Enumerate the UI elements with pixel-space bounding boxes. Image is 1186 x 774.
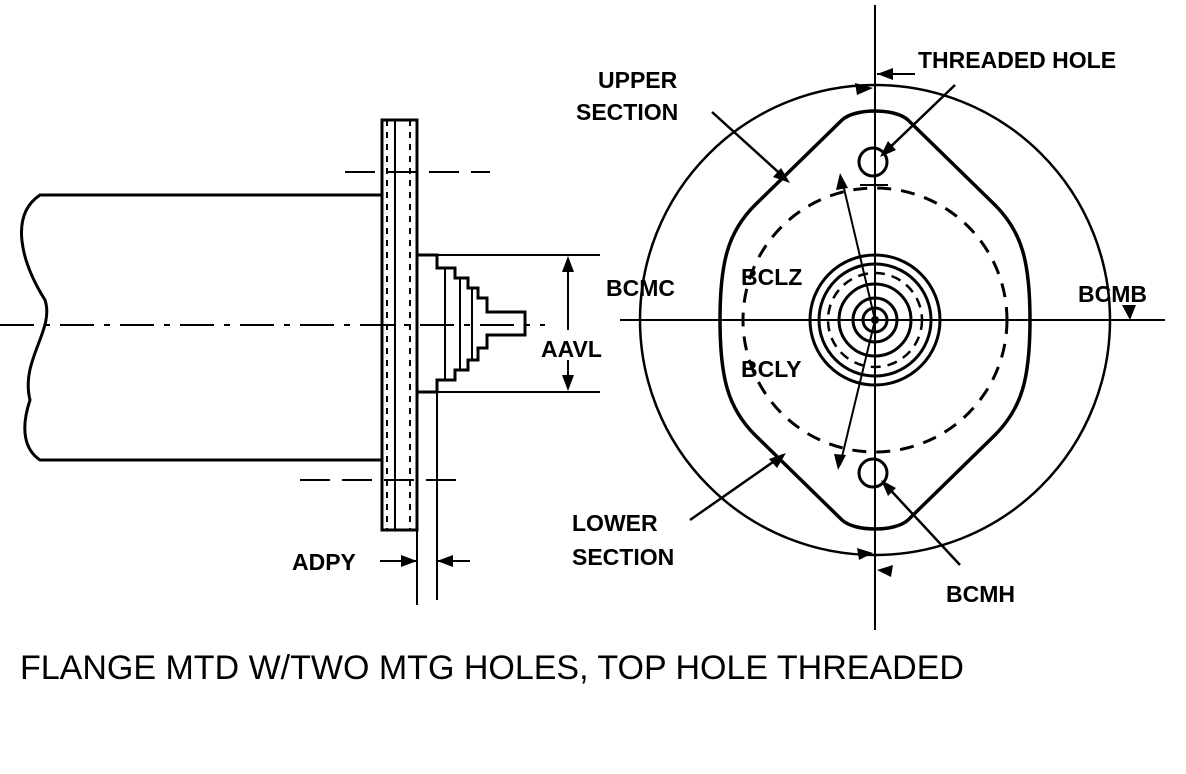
label-threaded-hole: THREADED HOLE: [918, 47, 1116, 73]
boss-ring-2: [817, 262, 933, 378]
threaded-hole-top: [857, 146, 889, 178]
side-view: AAVL ADPY: [0, 118, 602, 605]
adpy-arrow-left: [437, 555, 453, 567]
leader-bcmh-arrow: [881, 480, 896, 496]
label-adpy: ADPY: [292, 549, 356, 575]
bclz-arrow: [836, 173, 848, 190]
label-bcmc: BCMC: [606, 275, 675, 301]
leader-threaded-hole-arrow: [880, 141, 896, 157]
shaft-circle: [861, 306, 889, 334]
leader-bcmh: [882, 481, 961, 566]
label-lower: LOWER: [572, 510, 658, 536]
bcly-arrow: [834, 454, 846, 470]
bcmc-arrow-bottom: [857, 548, 873, 560]
boss-ring-4: [851, 296, 899, 344]
bolt-circle-dashed: [741, 186, 1009, 454]
label-upper: UPPER: [598, 67, 678, 93]
leader-lower-section-arrow: [769, 453, 786, 468]
label-lower-section: SECTION: [572, 544, 674, 570]
boss-ring-dashed: [826, 271, 924, 369]
leader-upper-section-arrow: [773, 168, 790, 183]
bclz-dim-line: [841, 179, 876, 321]
leader-lower-section: [689, 453, 784, 522]
boss-ring-3: [837, 282, 913, 358]
label-bcmh: BCMH: [946, 581, 1015, 607]
label-bcly: BCLY: [741, 356, 802, 382]
mounting-hole-bottom: [857, 457, 889, 489]
front-view: [620, 5, 1165, 630]
bcmc-arrow-top: [855, 83, 873, 95]
label-aavl: AAVL: [541, 336, 602, 362]
leader-upper-section: [711, 111, 788, 181]
bcmb-arrow: [1122, 305, 1136, 320]
aavl-arrow-down: [562, 375, 574, 391]
bcmh-arrow: [877, 565, 893, 577]
stepped-boss: [417, 253, 527, 394]
label-bclz: BCLZ: [741, 264, 802, 290]
label-bcmb: BCMB: [1078, 281, 1147, 307]
adpy-arrow-right: [401, 555, 417, 567]
aavl-arrow-up: [562, 256, 574, 272]
label-upper-section: SECTION: [576, 99, 678, 125]
diagram-caption: FLANGE MTD W/TWO MTG HOLES, TOP HOLE THR…: [20, 649, 964, 687]
boss-ring-outer: [808, 253, 942, 387]
leader-threaded-hole: [881, 84, 956, 156]
bcly-dim-line: [839, 319, 876, 466]
cylinder-body: [20, 193, 382, 462]
diamond-flange: [718, 109, 1032, 531]
